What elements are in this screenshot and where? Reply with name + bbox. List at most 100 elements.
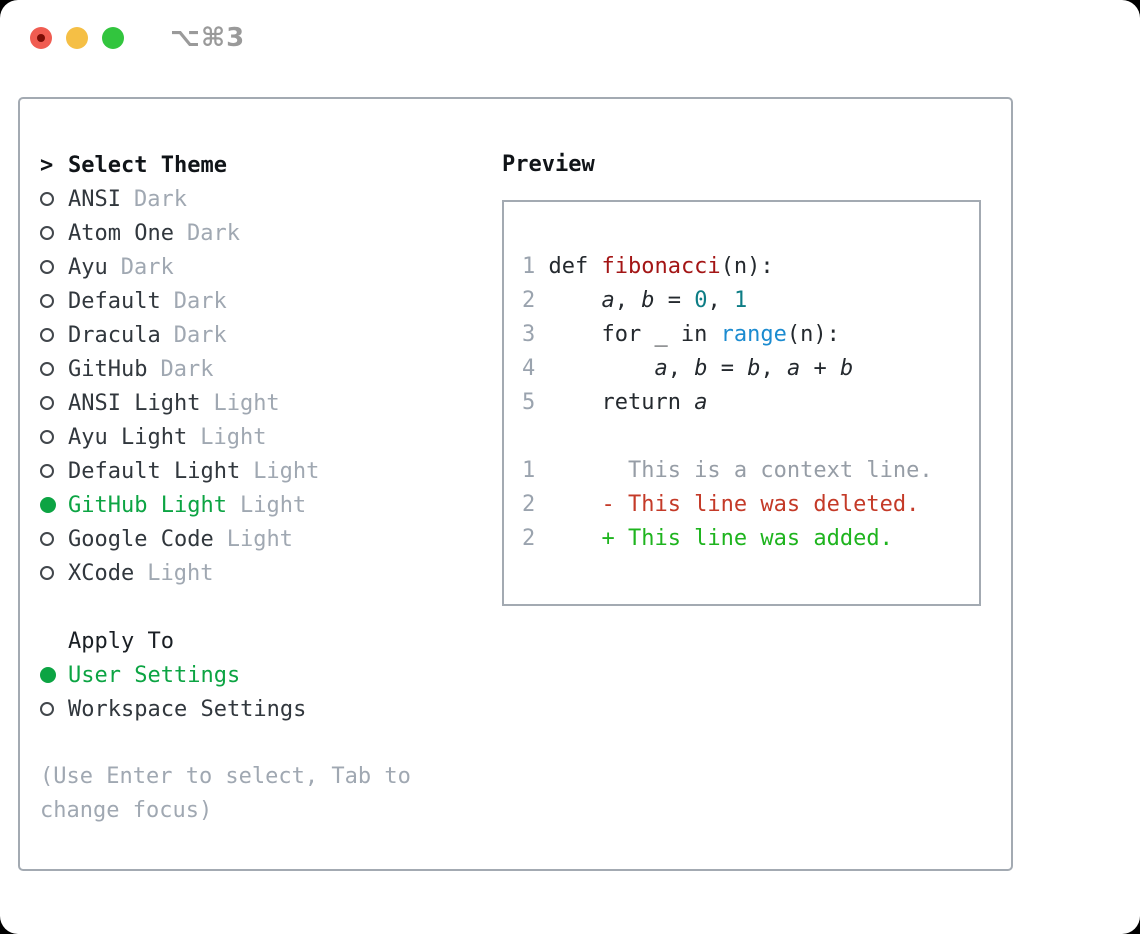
theme-variant: Light (213, 390, 280, 416)
keyboard-hint-line: (Use Enter to select, Tab to (40, 764, 411, 789)
code-segment-var: a (786, 355, 801, 381)
code-line: 4 a, b = b, a + b (522, 351, 979, 385)
apply-to-header: Apply To (40, 624, 502, 658)
radio-cell (40, 362, 68, 376)
radio-cell (40, 192, 68, 206)
radio-icon (40, 532, 54, 546)
radio-icon (40, 294, 54, 308)
code-line: 5 return a (522, 385, 979, 419)
radio-icon (40, 430, 54, 444)
theme-name: ANSI (68, 186, 121, 212)
code-segment-plain: = (707, 355, 748, 381)
theme-option-github[interactable]: GitHub Dark (40, 352, 502, 386)
theme-option-default[interactable]: Default Dark (40, 284, 502, 318)
radio-icon (40, 260, 54, 274)
select-theme-header: > Select Theme (40, 148, 502, 182)
select-theme-title: Select Theme (68, 152, 227, 178)
radio-icon (40, 464, 54, 478)
apply-option-workspace-settings[interactable]: Workspace Settings (40, 692, 502, 726)
code-segment-plain: def (548, 253, 602, 279)
radio-cell (40, 464, 68, 478)
close-button[interactable] (30, 27, 52, 49)
keyboard-hint-line: change focus) (40, 798, 213, 823)
code-segment-plain: (n): (720, 253, 774, 279)
apply-option-label: Workspace Settings (68, 696, 307, 722)
apply-to-title: Apply To (68, 628, 174, 654)
theme-variant: Dark (186, 220, 240, 246)
theme-option-google-code[interactable]: Google Code Light (40, 522, 502, 556)
theme-variant: Light (226, 526, 293, 552)
radio-cell (40, 497, 68, 513)
code-segment-plain: for _ in (548, 321, 721, 347)
theme-name: Ayu Light (68, 424, 188, 450)
zoom-button[interactable] (102, 27, 124, 49)
theme-name: Google Code (68, 526, 214, 552)
radio-cell (40, 396, 68, 410)
code-line: 3 for _ in range(n): (522, 317, 979, 351)
theme-name: Ayu (68, 254, 108, 280)
theme-variant: Dark (173, 288, 227, 314)
code-segment-func: fibonacci (601, 253, 721, 279)
apply-option-label: User Settings (68, 662, 241, 688)
theme-option-ayu-light[interactable]: Ayu Light Light (40, 420, 502, 454)
theme-variant: Dark (173, 322, 227, 348)
code-segment-added: + This line was added. (548, 525, 893, 551)
code-segment-plain: return (548, 389, 695, 415)
code-segment-context: This is a context line. (548, 457, 933, 483)
code-segment-var: a (654, 355, 668, 381)
theme-option-atom-one[interactable]: Atom One Dark (40, 216, 502, 250)
code-segment-builtin: range (720, 321, 787, 347)
code-segment-plain: (n): (786, 321, 840, 347)
code-segment-plain: = (654, 287, 695, 313)
line-number: 3 (522, 321, 536, 347)
radio-cell (40, 294, 68, 308)
theme-name: Atom One (68, 220, 174, 246)
titlebar: ⌥⌘3 (30, 23, 246, 53)
code-segment-var: a (694, 389, 708, 415)
line-number: 2 (522, 525, 536, 551)
preview-header: Preview (502, 152, 595, 177)
theme-name: Default (68, 288, 161, 314)
code-segment-plain: , (614, 287, 642, 313)
line-number: 4 (522, 355, 536, 381)
radio-cell (40, 430, 68, 444)
radio-cell (40, 226, 68, 240)
code-segment-var: b (694, 355, 708, 381)
apply-option-user-settings[interactable]: User Settings (40, 658, 502, 692)
code-segment-plain: , (760, 355, 787, 381)
code-segment-var: a (601, 287, 615, 313)
radio-icon (40, 702, 54, 716)
code-segment-plain: , (707, 287, 734, 313)
code-line: 2 + This line was added. (522, 521, 979, 555)
radio-cell (40, 667, 68, 683)
theme-variant: Light (147, 560, 214, 586)
code-segment-plain (548, 356, 654, 381)
code-line: 1 def fibonacci(n): (522, 249, 979, 283)
minimize-button[interactable] (66, 27, 88, 49)
radio-icon (40, 566, 54, 580)
theme-name: GitHub (68, 356, 148, 382)
code-line: 2 - This line was deleted. (522, 487, 979, 521)
theme-variant: Dark (120, 254, 174, 280)
theme-variant: Light (253, 458, 320, 484)
line-number: 1 (522, 253, 536, 279)
theme-variant: Light (200, 424, 267, 450)
code-line: 1 This is a context line. (522, 453, 979, 487)
keyboard-hint: (Use Enter to select, Tab to change focu… (40, 760, 502, 828)
theme-option-ayu[interactable]: Ayu Dark (40, 250, 502, 284)
code-segment-plain (548, 288, 601, 313)
window-title: ⌥⌘3 (170, 23, 246, 53)
code-segment-number: 1 (733, 287, 748, 313)
theme-variant: Dark (160, 356, 214, 382)
line-number: 1 (522, 457, 536, 483)
code-line (522, 419, 979, 453)
